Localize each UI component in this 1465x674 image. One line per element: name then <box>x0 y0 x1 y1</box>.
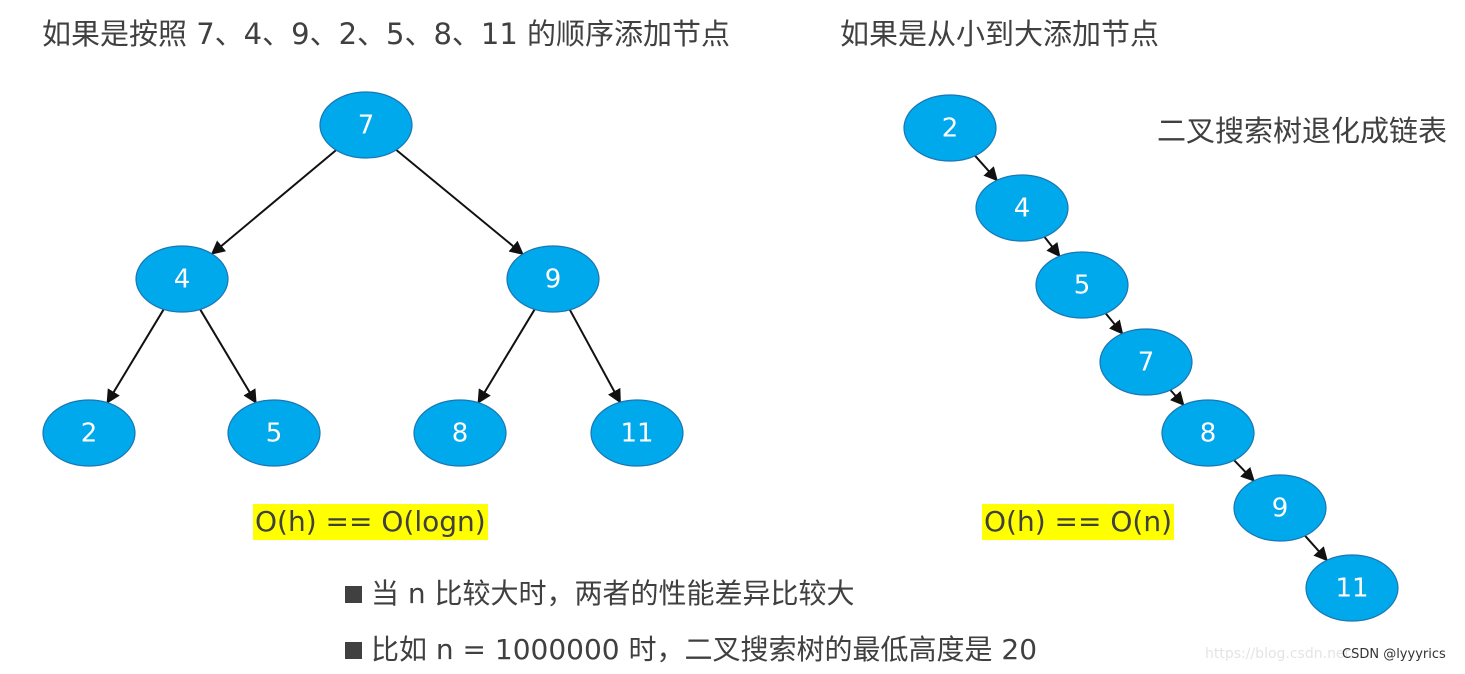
balanced-tree-node-label: 4 <box>174 265 191 295</box>
balanced-tree-node-ellipse <box>135 245 229 313</box>
chain-tree-node-ellipse <box>1233 474 1327 542</box>
chain-tree-node-label: 4 <box>1014 194 1031 224</box>
linear-complexity-label: O(h) == O(n) <box>982 504 1174 540</box>
balanced-tree-node-7: 7 <box>319 91 413 159</box>
chain-tree-node-ellipse <box>1099 328 1193 396</box>
chain-tree-node-9: 9 <box>1233 474 1327 542</box>
balanced-tree-node-ellipse <box>590 399 684 467</box>
chain-tree-node-label: 5 <box>1074 271 1091 301</box>
chain-tree-node-label: 7 <box>1138 348 1155 378</box>
csdn-credit: CSDN @lyyyrics <box>1342 647 1446 662</box>
balanced-tree-edge <box>395 149 524 255</box>
balanced-tree-edge <box>210 149 337 255</box>
bullet-text-1: 当 n 比较大时，两者的性能差异比较大 <box>371 577 855 610</box>
bullet-item-2: 比如 n = 1000000 时，二叉搜索树的最低高度是 20 <box>345 636 1037 664</box>
balanced-tree-edge <box>199 308 257 404</box>
balanced-tree-node-ellipse <box>506 245 600 313</box>
balanced-tree-node-label: 5 <box>266 419 283 449</box>
square-bullet-icon <box>345 641 362 659</box>
balanced-tree-edge <box>477 308 536 404</box>
balanced-tree-node-label: 9 <box>545 265 562 295</box>
chain-tree-node-2: 2 <box>903 94 997 162</box>
chain-tree-node-5: 5 <box>1035 251 1129 319</box>
chain-tree-edge <box>1169 389 1185 407</box>
balanced-tree-node-ellipse <box>413 399 507 467</box>
chain-tree-node-7: 7 <box>1099 328 1193 396</box>
balanced-tree-node-5: 5 <box>227 399 321 467</box>
heading-balanced-insertion: 如果是按照 7、4、9、2、5、8、11 的顺序添加节点 <box>42 17 731 51</box>
chain-tree-node-ellipse <box>903 94 997 162</box>
chain-tree-node-ellipse <box>975 174 1069 242</box>
square-bullet-icon <box>345 585 362 603</box>
balanced-tree-node-label: 8 <box>452 419 469 449</box>
chain-tree-node-ellipse <box>1305 554 1399 622</box>
balanced-tree-node-label: 2 <box>81 419 98 449</box>
chain-tree-node-ellipse <box>1035 251 1129 319</box>
chain-tree-node-11: 11 <box>1305 554 1399 622</box>
balanced-tree-node-9: 9 <box>506 245 600 313</box>
balanced-tree-node-label: 7 <box>358 111 375 141</box>
edges-layer <box>106 149 1328 562</box>
heading-sorted-insertion: 如果是从小到大添加节点 <box>840 17 1160 51</box>
chain-tree-node-ellipse <box>1161 399 1255 467</box>
chain-tree-node-label: 8 <box>1200 419 1217 449</box>
chain-tree-node-4: 4 <box>975 174 1069 242</box>
bullet-text-2: 比如 n = 1000000 时，二叉搜索树的最低高度是 20 <box>371 633 1038 666</box>
balanced-tree-edge <box>106 308 165 404</box>
balanced-tree-node-8: 8 <box>413 399 507 467</box>
watermark-url: https://blog.csdn.net/... <box>1205 646 1369 662</box>
chain-tree-node-label: 11 <box>1335 574 1368 604</box>
balanced-tree-node-label: 11 <box>620 419 653 449</box>
balanced-tree-node-11: 11 <box>590 399 684 467</box>
chain-tree-node-label: 9 <box>1272 494 1289 524</box>
chain-tree-node-8: 8 <box>1161 399 1255 467</box>
nodes-layer: 7 4 9 2 5 8 11 2 4 5 7 8 9 11 <box>42 91 1399 622</box>
chain-tree-edge <box>1233 459 1255 482</box>
balanced-complexity-label: O(h) == O(logn) <box>253 504 488 540</box>
chain-tree-edge <box>1043 236 1061 258</box>
chain-tree-node-label: 2 <box>942 114 959 144</box>
balanced-tree-node-4: 4 <box>135 245 229 313</box>
heading-degenerate-list: 二叉搜索树退化成链表 <box>1157 114 1448 148</box>
balanced-tree-node-2: 2 <box>42 399 136 467</box>
chain-tree-edge <box>1104 312 1124 335</box>
balanced-tree-edge <box>568 309 622 404</box>
chain-tree-edge <box>1304 535 1328 562</box>
bullet-item-1: 当 n 比较大时，两者的性能差异比较大 <box>345 580 855 608</box>
balanced-tree-node-ellipse <box>227 399 321 467</box>
chain-tree-edge <box>974 155 998 182</box>
balanced-tree-node-ellipse <box>319 91 413 159</box>
balanced-tree-node-ellipse <box>42 399 136 467</box>
